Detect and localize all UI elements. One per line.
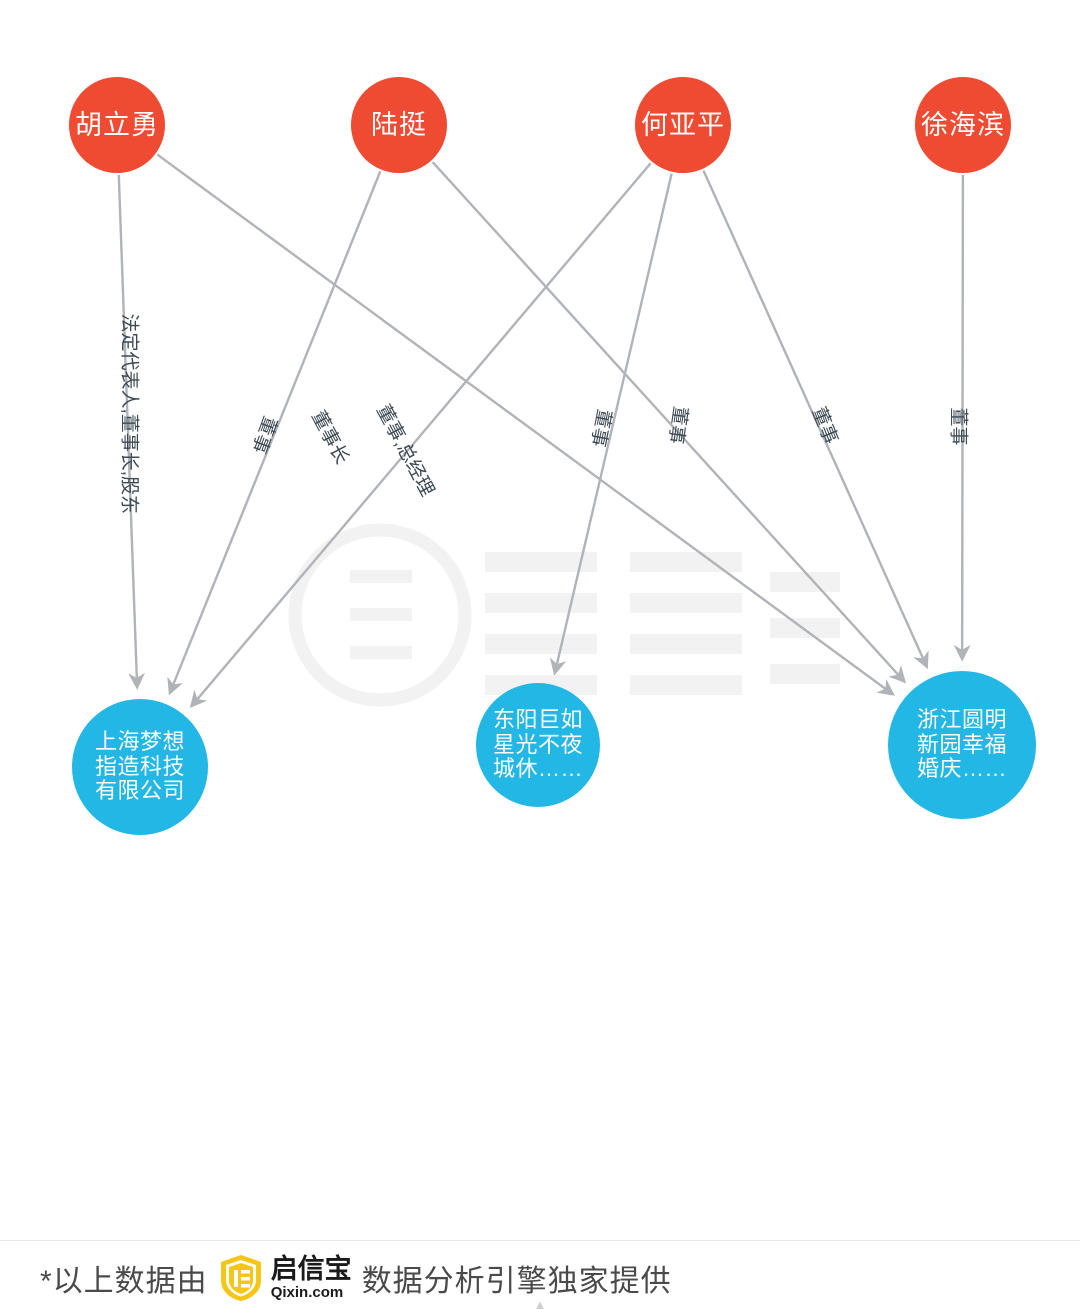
- edge-label: 董事: [947, 407, 969, 446]
- edge-layer: [117, 153, 971, 709]
- edge-label: 董事: [664, 404, 691, 446]
- graph-edge: [702, 170, 929, 670]
- company-node[interactable]: 东阳巨如星光不夜城休……: [476, 683, 600, 807]
- graph-edge: [953, 174, 971, 662]
- company-node[interactable]: 浙江圆明新园幸福婚庆……: [888, 671, 1036, 819]
- graph-edge: [167, 170, 382, 696]
- person-node[interactable]: 胡立勇: [69, 77, 165, 173]
- graph-edge: [189, 162, 652, 709]
- node-label: 东阳巨如星光不夜城休……: [492, 707, 583, 782]
- graph-edge: [156, 153, 895, 696]
- brand-name-en: Qixin.com: [270, 1283, 344, 1301]
- scroll-hint-icon: ▲: [533, 1297, 547, 1312]
- footer-attribution: *以上数据由 启信宝 Qixin.com 数据分析引擎独家提供: [0, 1240, 1080, 1314]
- shield-icon: [218, 1253, 264, 1303]
- footer-prefix: *以上数据由: [40, 1264, 208, 1298]
- person-node[interactable]: 何亚平: [635, 77, 731, 173]
- brand-wordmark: 启信宝 Qixin.com: [270, 1253, 352, 1301]
- footer-suffix: 数据分析引擎独家提供: [361, 1264, 672, 1298]
- qixin-logo[interactable]: 启信宝 Qixin.com: [218, 1253, 352, 1303]
- node-label: 何亚平: [641, 109, 725, 140]
- node-label: 胡立勇: [75, 109, 159, 140]
- node-label: 徐海滨: [921, 109, 1005, 140]
- node-label: 浙江圆明新园幸福婚庆……: [916, 707, 1007, 782]
- graph-edge: [549, 173, 673, 676]
- brand-name-cn: 启信宝: [270, 1253, 352, 1284]
- relationship-graph: [117, 153, 971, 709]
- person-node[interactable]: 徐海滨: [915, 77, 1011, 173]
- graph-edge: [117, 174, 146, 690]
- company-node[interactable]: 上海梦想指造科技有限公司: [72, 699, 208, 835]
- person-node[interactable]: 陆挺: [351, 77, 447, 173]
- node-label: 陆挺: [371, 109, 427, 140]
- graph-edge: [431, 161, 907, 684]
- edge-label: 法定代表人,董事长,股东: [118, 313, 140, 515]
- node-label: 上海梦想指造科技有限公司: [94, 729, 185, 804]
